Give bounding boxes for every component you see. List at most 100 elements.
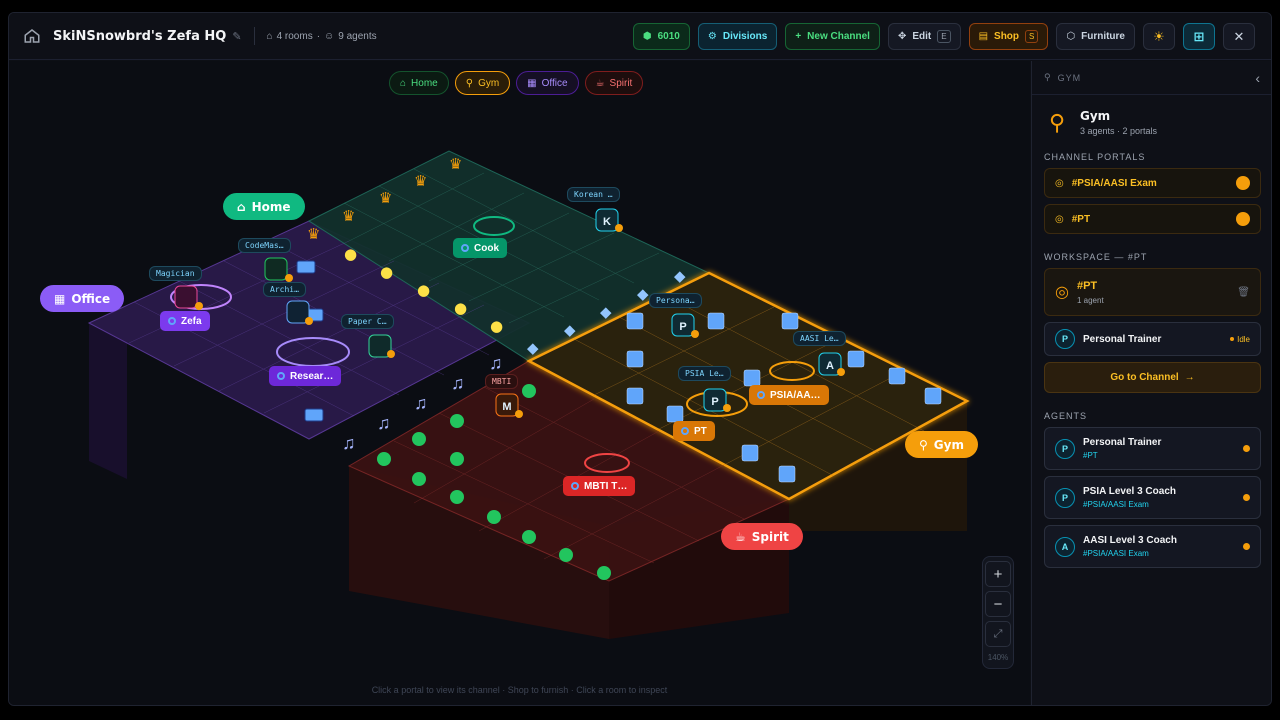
coins-value: 6010: [657, 31, 680, 42]
portal-label[interactable]: Zefa: [160, 311, 210, 331]
hq-stats: ⌂ 4 rooms · ☺ 9 agents: [266, 30, 377, 42]
portal-label[interactable]: MBTI T…: [563, 476, 636, 496]
fit-view-button[interactable]: ⤢: [985, 621, 1011, 647]
portal-label[interactable]: Cook: [453, 238, 507, 258]
agent-list-item[interactable]: P PSIA Level 3 Coach#PSIA/AASI Exam: [1044, 476, 1261, 519]
portal-dot: [277, 372, 285, 380]
portal-label-text: PT: [694, 425, 707, 437]
toolbar: ⬢ 6010 ⚙ Divisions + New Channel ✥ Edit …: [632, 23, 1255, 50]
coins-button[interactable]: ⬢ 6010: [632, 23, 690, 50]
portal-item[interactable]: ◎ #PSIA/AASI Exam: [1044, 168, 1261, 198]
trash-icon[interactable]: 🗑: [1237, 286, 1250, 298]
svg-text:●: ●: [417, 281, 430, 299]
portal-icon: ◎: [1055, 213, 1064, 225]
room-label-home[interactable]: ⌂ Home: [223, 193, 305, 220]
grid-icon: ⊞: [1193, 28, 1205, 44]
cube-icon: ⬡: [1066, 31, 1076, 42]
plus-icon: +: [993, 565, 1003, 583]
map-hint: Click a portal to view its channel · Sho…: [371, 685, 668, 695]
home-icon[interactable]: [23, 27, 41, 45]
dumbbell-icon: ⚲: [1044, 72, 1052, 82]
portal-name: #PT: [1071, 213, 1091, 225]
minus-icon: −: [993, 595, 1003, 613]
new-channel-label: New Channel: [807, 31, 870, 42]
dumbbell-icon: ⚲: [465, 77, 474, 89]
room-details-panel: ⚲ GYM ‹ ⚲ Gym 3 agents · 2 portals CHANN…: [1031, 61, 1271, 705]
furniture-label: Furniture: [1081, 31, 1125, 42]
zoom-out-button[interactable]: −: [985, 591, 1011, 617]
theme-toggle-button[interactable]: ☀: [1143, 23, 1175, 50]
new-channel-button[interactable]: + New Channel: [785, 23, 880, 50]
avatar: P: [1055, 329, 1075, 349]
agent-name: AASI Level 3 Coach: [1083, 535, 1177, 546]
close-button[interactable]: ✕: [1223, 23, 1255, 50]
world-map[interactable]: ⌂Home ⚲Gym ▦Office ☕Spirit: [9, 61, 1030, 705]
portal-dot: [571, 482, 579, 490]
portal-dot: [168, 317, 176, 325]
svg-text:♫: ♫: [451, 373, 465, 393]
room-label-spirit[interactable]: ☕Spirit: [721, 523, 803, 550]
workspace-agent[interactable]: P Personal Trainer Idle: [1044, 322, 1261, 356]
divisions-label: Divisions: [722, 31, 768, 42]
cup-icon: ☕: [595, 77, 605, 89]
furniture-button[interactable]: ⬡ Furniture: [1056, 23, 1135, 50]
portal-icon: ◎: [1055, 284, 1069, 301]
go-to-channel-button[interactable]: Go to Channel →: [1044, 362, 1261, 393]
tab-spirit[interactable]: ☕Spirit: [584, 71, 644, 95]
portal-dot: [461, 244, 469, 252]
workspace-subtitle: 1 agent: [1076, 295, 1104, 305]
agent-tag: Persona…: [649, 293, 702, 308]
svg-text:◆: ◆: [637, 285, 649, 303]
portal-item[interactable]: ◎ #PT: [1044, 204, 1261, 234]
agent-list-item[interactable]: P Personal Trainer#PT: [1044, 427, 1261, 470]
agent-letter: P: [711, 396, 718, 408]
agent-list-item[interactable]: A AASI Level 3 Coach#PSIA/AASI Exam: [1044, 525, 1261, 568]
portal-label-text: Resear…: [290, 370, 334, 382]
room-label-office[interactable]: ▦ Office: [40, 285, 125, 312]
agent-tag: PSIA Le…: [678, 366, 731, 381]
tab-home[interactable]: ⌂ Home: [389, 71, 449, 95]
tab-office[interactable]: ▦Office: [516, 71, 579, 95]
tab-home-label: Home: [411, 77, 438, 89]
zoom-level: 140%: [987, 653, 1009, 662]
room-label-home-text: Home: [251, 199, 291, 214]
divisions-button[interactable]: ⚙ Divisions: [697, 23, 778, 50]
room-label-spirit-text: Spirit: [751, 529, 789, 544]
svg-text:●: ●: [454, 299, 467, 317]
status-dot: [1243, 494, 1250, 501]
isometric-floor: ♛♛ ♛♛ ♛ ●● ●● ● ◆◆ ◆◆ ◆ ♫♫♫ ♫♫: [87, 150, 970, 639]
move-icon: ✥: [897, 31, 907, 42]
workspace-card[interactable]: ◎ #PT 1 agent 🗑: [1044, 268, 1261, 316]
agent-tag: AASI Le…: [793, 331, 846, 346]
portal-label-text: Zefa: [181, 315, 202, 327]
home-icon: ⌂: [400, 77, 407, 89]
agent-name: Personal Trainer: [1083, 437, 1162, 448]
portal-label[interactable]: PT: [673, 421, 715, 441]
pencil-icon[interactable]: ✎: [232, 30, 242, 43]
shop-label: Shop: [994, 31, 1020, 42]
tab-gym[interactable]: ⚲Gym: [454, 71, 511, 95]
portal-label[interactable]: Resear…: [269, 366, 342, 386]
home-icon: ⌂: [237, 199, 246, 214]
room-label-gym[interactable]: ⚲Gym: [905, 431, 978, 458]
svg-text:●: ●: [380, 263, 393, 281]
zoom-controls: + − ⤢ 140%: [982, 556, 1014, 669]
edit-button[interactable]: ✥ Edit E: [887, 23, 961, 50]
collapse-panel-button[interactable]: ‹: [1255, 69, 1261, 86]
svg-text:♫: ♫: [489, 353, 503, 373]
dumbbell-icon: ⚲: [919, 437, 928, 452]
svg-text:♛: ♛: [449, 155, 462, 173]
grid-view-button[interactable]: ⊞: [1183, 23, 1215, 50]
status-dot: [1230, 337, 1235, 341]
svg-text:◆: ◆: [600, 303, 612, 321]
portal-label-text: PSIA/AA…: [770, 389, 821, 401]
room-label-office-text: Office: [71, 291, 111, 306]
portal-label[interactable]: PSIA/AA…: [749, 385, 829, 405]
shop-button[interactable]: ▤ Shop S: [968, 23, 1049, 50]
top-bar: SkiNSnowbrd's Zefa HQ ✎ ⌂ 4 rooms · ☺ 9 …: [9, 13, 1271, 60]
edit-label: Edit: [912, 31, 932, 42]
building-icon: ▦: [54, 291, 66, 306]
agent-channel: #PT: [1083, 451, 1098, 460]
zoom-in-button[interactable]: +: [985, 561, 1011, 587]
agent-letter: M: [502, 401, 511, 413]
